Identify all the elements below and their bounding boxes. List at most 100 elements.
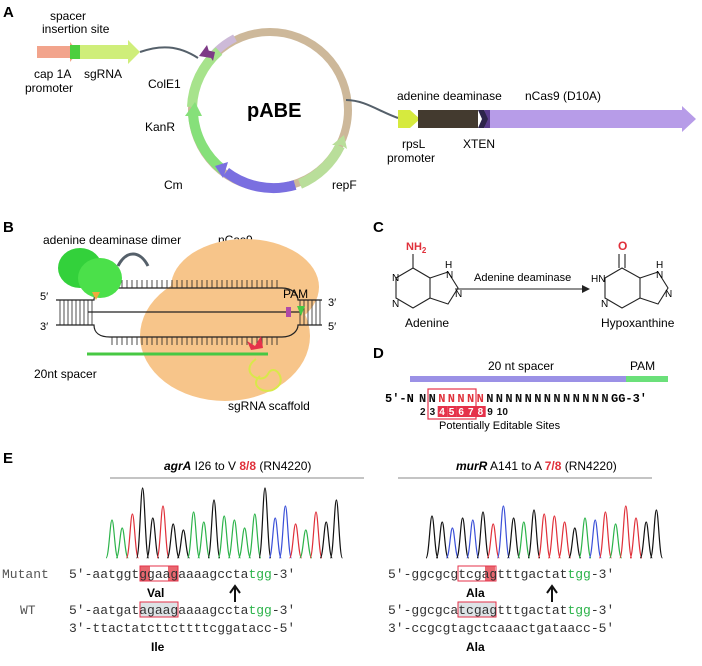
position-number-7: 7 xyxy=(468,407,474,418)
adenine-n3-label: N xyxy=(392,299,399,310)
deaminase-monomer-2 xyxy=(78,258,122,298)
panel-c: C NH2 H N N N N Adenine Adenine deaminas… xyxy=(373,219,675,330)
sequence-n-8: N xyxy=(477,392,484,406)
left-wt-amino-acid: Ile xyxy=(151,640,165,654)
wt-row-label: WT xyxy=(20,603,36,618)
sequence-n-5: N xyxy=(448,392,455,406)
hypoxanthine-n7-label: N xyxy=(656,270,663,281)
sequence-n-9: N xyxy=(486,392,493,406)
rpsl-label-line2: promoter xyxy=(387,151,435,165)
position-number-9: 9 xyxy=(487,407,493,418)
spacer-20nt-label: 20nt spacer xyxy=(34,367,97,381)
ncas9-d10a-label: nCas9 (D10A) xyxy=(525,89,601,103)
right-trace-peak xyxy=(547,515,561,559)
panel-b-letter: B xyxy=(3,219,14,236)
left-trace-peak xyxy=(187,511,201,559)
right-trace-peak xyxy=(568,527,582,559)
right-trace-peak xyxy=(629,517,643,559)
hypoxanthine-structure xyxy=(604,254,669,309)
left-wt-sequence: 5'-aatgatagaagaaaagcctatgg-3' xyxy=(69,603,295,618)
panel-b: B adenine deaminase dimer nCas9 PAM 5′ 3… xyxy=(3,219,336,413)
right-edit-arrow-icon xyxy=(546,584,558,602)
pam-arrow-icon xyxy=(297,306,305,316)
left-trace-peak xyxy=(136,487,150,559)
right-trace-peak xyxy=(537,513,551,559)
right-trace-peak xyxy=(639,521,653,559)
pam-label: PAM xyxy=(283,287,308,301)
left-trace-peak xyxy=(299,529,313,559)
sequence-n-3: N xyxy=(429,392,436,406)
hypoxanthine-hn-label: HN xyxy=(591,274,605,285)
left-wt-bottom-strand: 3'-ttactatcttcttttcggatacc-5' xyxy=(69,621,295,636)
adenine-deaminase-block xyxy=(418,110,478,128)
cm-arrow-head-icon xyxy=(215,162,228,178)
cassette-connector-line xyxy=(139,46,199,59)
right-mutant-amino-acid: Ala xyxy=(466,586,485,600)
panel-a: A spacer insertion site cap 1A promoter … xyxy=(3,4,696,194)
left-mutant-edit-highlight-1 xyxy=(140,566,150,581)
adenine-h-label: H xyxy=(445,260,452,271)
three-prime-left: 3′ xyxy=(40,321,48,333)
left-trace-peak xyxy=(176,529,190,559)
left-trace-peak xyxy=(207,499,221,559)
left-trace-peak xyxy=(258,487,272,559)
left-trace-peak xyxy=(156,505,170,559)
sequence-n-15: N xyxy=(544,392,551,406)
adenine-structure xyxy=(395,254,459,309)
sequence-n-14: N xyxy=(534,392,541,406)
adenine-n1-label: N xyxy=(392,273,399,284)
left-mutant-amino-acid: Val xyxy=(147,586,164,600)
sequence-n-6: N xyxy=(457,392,464,406)
panel-a-letter: A xyxy=(3,4,14,21)
left-trace-peak xyxy=(217,515,231,559)
left-trace-peak xyxy=(278,505,292,559)
pam-bar xyxy=(626,376,668,382)
position-number-8: 8 xyxy=(478,407,484,418)
sgrna-cassette-arrow xyxy=(80,40,140,64)
sequence-n-10: N xyxy=(496,392,503,406)
expression-connector-line xyxy=(345,99,399,119)
right-trace-peak xyxy=(466,519,480,559)
spacer-insertion-label-line1: spacer xyxy=(50,9,86,23)
panel-e: E agrA I26 to V 8/8 (RN4220) murR A141 t… xyxy=(2,450,663,654)
dna-bottom-strand xyxy=(56,324,322,338)
sequence-n-2: N xyxy=(419,392,426,406)
spacer-20nt-header: 20 nt spacer xyxy=(488,359,554,373)
dna-duplex xyxy=(59,280,321,345)
editable-position-highlight xyxy=(466,406,477,417)
five-prime-left: 5′ xyxy=(40,291,48,303)
right-trace-peak xyxy=(558,521,572,559)
cap-1a-promoter-arrow xyxy=(37,42,78,62)
right-wt-sequence: 5'-ggcgcatcgagtttgactattgg-3' xyxy=(388,603,614,618)
right-mutant-sequence: 5'-ggcgcgtcgagtttgactattgg-3' xyxy=(388,567,614,582)
kanr-arrow-head-icon xyxy=(185,102,202,116)
rpsl-promoter-arrow xyxy=(398,110,420,128)
left-trace-peak xyxy=(248,513,262,559)
reaction-label: Adenine deaminase xyxy=(474,272,571,284)
right-trace-peak xyxy=(649,509,663,559)
adenine-n7-label: N xyxy=(446,270,453,281)
left-title: agrA I26 to V 8/8 (RN4220) xyxy=(164,459,311,473)
repf-label: repF xyxy=(332,178,357,192)
sequence-n-17: N xyxy=(563,392,570,406)
chromatograms xyxy=(105,487,663,559)
xten-linker-line xyxy=(116,252,150,267)
right-trace-peak xyxy=(619,505,633,559)
deamination-marker-icon xyxy=(92,292,100,300)
right-trace-peak xyxy=(445,527,459,559)
editable-position-highlight xyxy=(456,406,467,417)
right-title: murR A141 to A 7/8 (RN4220) xyxy=(456,459,617,473)
left-trace-peak xyxy=(146,517,160,559)
right-trace-peak xyxy=(598,511,612,559)
hypoxanthine-n9-label: N xyxy=(665,289,672,300)
kanr-label: KanR xyxy=(145,120,175,134)
rpsl-label-line1: rpsL xyxy=(402,137,426,151)
plasmid-name: pABE xyxy=(247,100,301,122)
left-trace-peak xyxy=(125,513,139,559)
repf-segment xyxy=(297,143,345,189)
left-trace-peak xyxy=(227,519,241,559)
left-mutant-sequence: 5'-aatggtggaagaaaagcctatgg-3' xyxy=(69,567,295,582)
